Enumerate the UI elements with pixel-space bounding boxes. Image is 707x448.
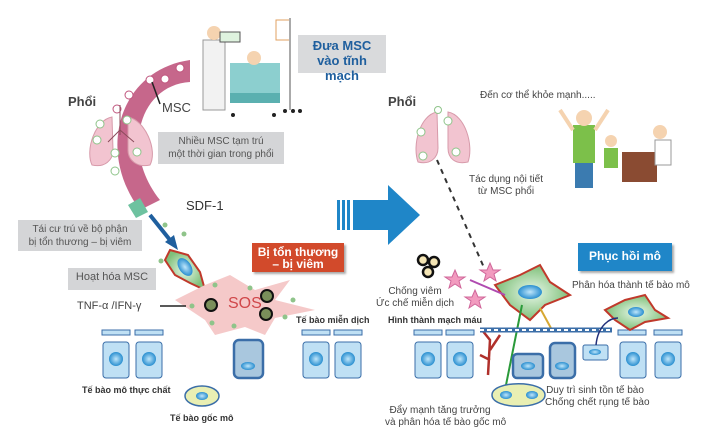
lung-stay-line: Nhiều MSC tạm trú xyxy=(178,136,264,147)
doctor-patient-illustration xyxy=(202,18,302,117)
immune-cell-label: Tế bào miễn dịch xyxy=(296,315,370,325)
lung-stay-box: Nhiều MSC tạm trú một thời gian trong phổ… xyxy=(158,132,284,164)
iv-box-line: vào tĩnh mạch xyxy=(317,53,367,83)
differentiate-label: Phân hóa thành tế bào mô xyxy=(572,280,690,291)
parenchymal-cell-label: Tế bào mô thực chất xyxy=(82,385,171,395)
angiogenesis-label: Hình thành mạch máu xyxy=(388,315,483,325)
anti-inflam-line: Chống viêm xyxy=(388,286,442,297)
blood-vessel xyxy=(117,60,190,210)
parenchymal-cells-right xyxy=(413,329,683,380)
lungs-right-icon xyxy=(415,106,471,164)
healthy-people-illustration xyxy=(558,108,672,188)
survival-line: Chống chết rụng tế bào xyxy=(545,397,650,408)
sdf1-label: SDF-1 xyxy=(186,198,224,213)
injury-line: – bị viêm xyxy=(272,257,324,271)
lung-label-right: Phổi xyxy=(388,94,417,109)
endocrine-line: từ MSC phổi xyxy=(477,186,535,197)
injury-line: Bị tổn thương xyxy=(257,245,339,259)
sos-injury-star xyxy=(175,275,315,335)
tissue-stem-cells-right xyxy=(491,383,546,407)
sos-label: SOS xyxy=(228,295,262,312)
tissue-stem-cell-label: Tế bào gốc mô xyxy=(170,413,234,423)
rehome-line: Tái cư trú về bộ phận xyxy=(32,224,128,235)
rehoming-box: Tái cư trú về bộ phận bị tổn thương – bị … xyxy=(18,220,142,251)
parenchymal-cells-left xyxy=(101,329,363,380)
lung-label-left: Phổi xyxy=(68,94,97,109)
anti-inflam-line: Ức chế miễn dịch xyxy=(375,298,455,309)
iv-box-line: Đưa MSC xyxy=(312,38,372,53)
msc-label: MSC xyxy=(162,100,191,115)
tissue-recovery-box: Phục hồi mô xyxy=(578,243,672,271)
endocrine-line: Tác dụng nội tiết xyxy=(469,174,543,185)
activation-box: Hoạt hóa MSC xyxy=(68,268,156,290)
big-arrow-icon xyxy=(337,185,420,245)
rehome-line: bị tổn thương – bị viêm xyxy=(28,237,132,248)
lungs-left-icon xyxy=(89,105,153,176)
cytokine-label: TNF-α /IFN-γ xyxy=(77,300,142,312)
survival-line: Duy trì sinh tồn tế bào xyxy=(546,385,644,396)
growth-line: Đẩy mạnh tăng trưởng xyxy=(389,405,491,416)
lung-stay-line: một thời gian trong phổi xyxy=(168,149,274,160)
injury-box: Bị tổn thương– bị viêm xyxy=(252,243,344,272)
healthy-body-label: Đến cơ thể khỏe mạnh..... xyxy=(480,90,596,101)
growth-line: và phân hóa tế bào gốc mô xyxy=(385,417,507,428)
